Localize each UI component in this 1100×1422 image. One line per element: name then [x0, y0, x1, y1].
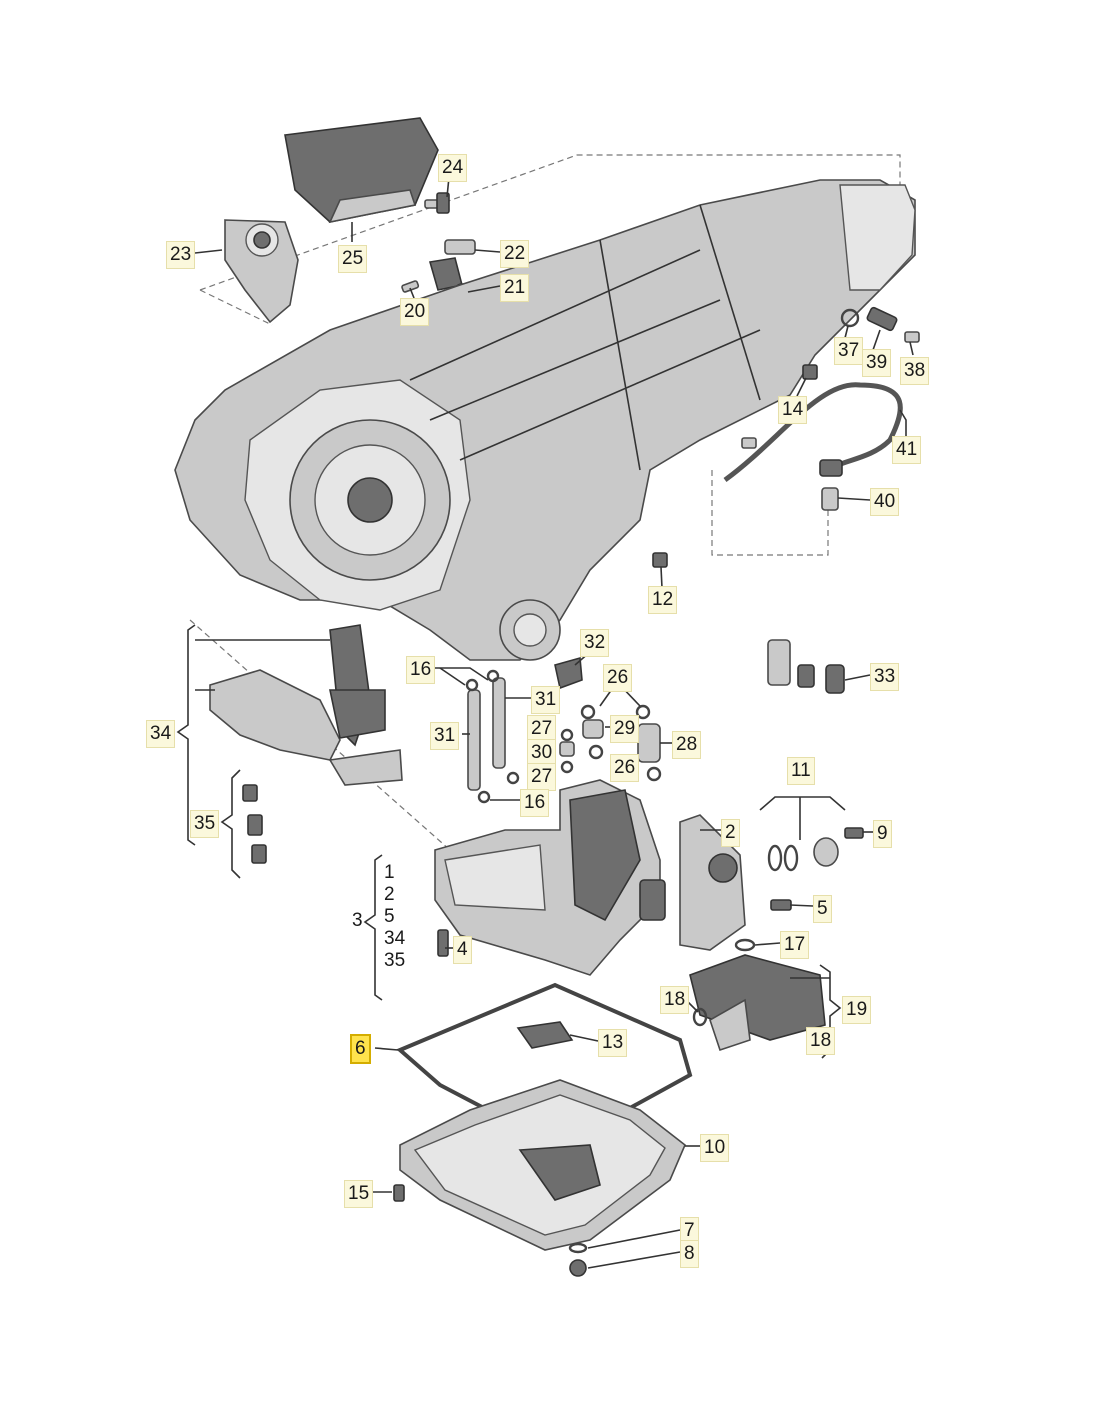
dashed-boundary: [199, 289, 273, 326]
callout-9: 9: [873, 820, 892, 848]
o-ring-set-part: [767, 837, 839, 872]
brace-group-3: [363, 854, 383, 1001]
callout-39: 39: [862, 349, 892, 377]
brace-group-35: [220, 769, 241, 879]
callout-6-highlighted: 6: [350, 1034, 371, 1064]
callout-15: 15: [344, 1180, 374, 1208]
group-3-member: 1: [384, 862, 395, 883]
callout-8: 8: [680, 1240, 699, 1268]
callout-12: 12: [648, 586, 678, 614]
bolt-part: [424, 192, 450, 214]
drain-plug-part: [652, 552, 668, 568]
wiring-harness-part: [723, 382, 903, 483]
group-3-parent: 3: [352, 910, 363, 931]
callout-32: 32: [580, 629, 610, 657]
callout-13: 13: [598, 1029, 628, 1057]
group-3-member: 5: [384, 906, 395, 927]
callout-29: 29: [610, 715, 640, 743]
bolt-set-part: [242, 784, 267, 864]
callout-38: 38: [900, 357, 930, 385]
pressure-switch-part: [821, 487, 839, 511]
callout-18-right: 18: [806, 1027, 836, 1055]
callout-4: 4: [453, 936, 472, 964]
speed-sensor-part: [802, 306, 920, 380]
callout-28: 28: [672, 731, 702, 759]
callout-31-right: 31: [531, 686, 561, 714]
callout-25: 25: [338, 245, 368, 273]
callout-17: 17: [780, 931, 810, 959]
callout-24: 24: [438, 154, 468, 182]
group-3-member: 34: [384, 928, 406, 949]
callout-33: 33: [870, 663, 900, 691]
callout-31-left: 31: [430, 722, 460, 750]
magnet-part: [516, 1021, 574, 1049]
callout-35: 35: [190, 810, 220, 838]
callout-22: 22: [500, 240, 530, 268]
callout-37: 37: [834, 337, 864, 365]
group-3-member: 35: [384, 950, 406, 971]
oil-filter-part: [689, 938, 826, 1052]
callout-11: 11: [787, 757, 815, 785]
callout-2: 2: [721, 819, 740, 847]
callout-27-lower: 27: [527, 763, 557, 791]
guide-plate-part: [209, 624, 403, 786]
brace-group-34: [176, 624, 330, 846]
control-unit-part: [679, 814, 746, 951]
valve-body-part: [434, 779, 666, 976]
group-3-member: 2: [384, 884, 395, 905]
transmission-housing: [174, 179, 916, 661]
bracket-part: [224, 219, 299, 324]
callout-10: 10: [700, 1134, 730, 1162]
oil-pan-part: [399, 1079, 686, 1251]
callout-30: 30: [527, 739, 557, 767]
callout-40: 40: [870, 488, 900, 516]
callout-21: 21: [500, 274, 530, 302]
callout-27-upper: 27: [527, 715, 557, 743]
accumulator-part: [767, 639, 845, 694]
callout-26-upper: 26: [603, 664, 633, 692]
retaining-clip-part: [554, 656, 583, 690]
callout-16-upper: 16: [406, 656, 436, 684]
pan-bolt-part: [393, 1184, 405, 1202]
callout-18-left: 18: [660, 986, 690, 1014]
callout-20: 20: [400, 298, 430, 326]
callout-14: 14: [778, 396, 808, 424]
callout-19: 19: [842, 996, 872, 1024]
callout-26-lower: 26: [610, 754, 640, 782]
heat-shield-part: [284, 117, 439, 224]
leader-lines: [194, 176, 914, 1269]
callout-41: 41: [892, 436, 922, 464]
callout-23: 23: [166, 241, 196, 269]
drain-seal-part: [568, 1242, 588, 1277]
dashed-boundary: [199, 154, 901, 291]
dashed-boundary: [711, 470, 829, 556]
callout-16-lower: 16: [520, 789, 550, 817]
callout-5: 5: [813, 895, 832, 923]
callout-34: 34: [146, 720, 176, 748]
oil-tube-part: [465, 669, 520, 804]
pan-gasket-part: [396, 982, 693, 1143]
